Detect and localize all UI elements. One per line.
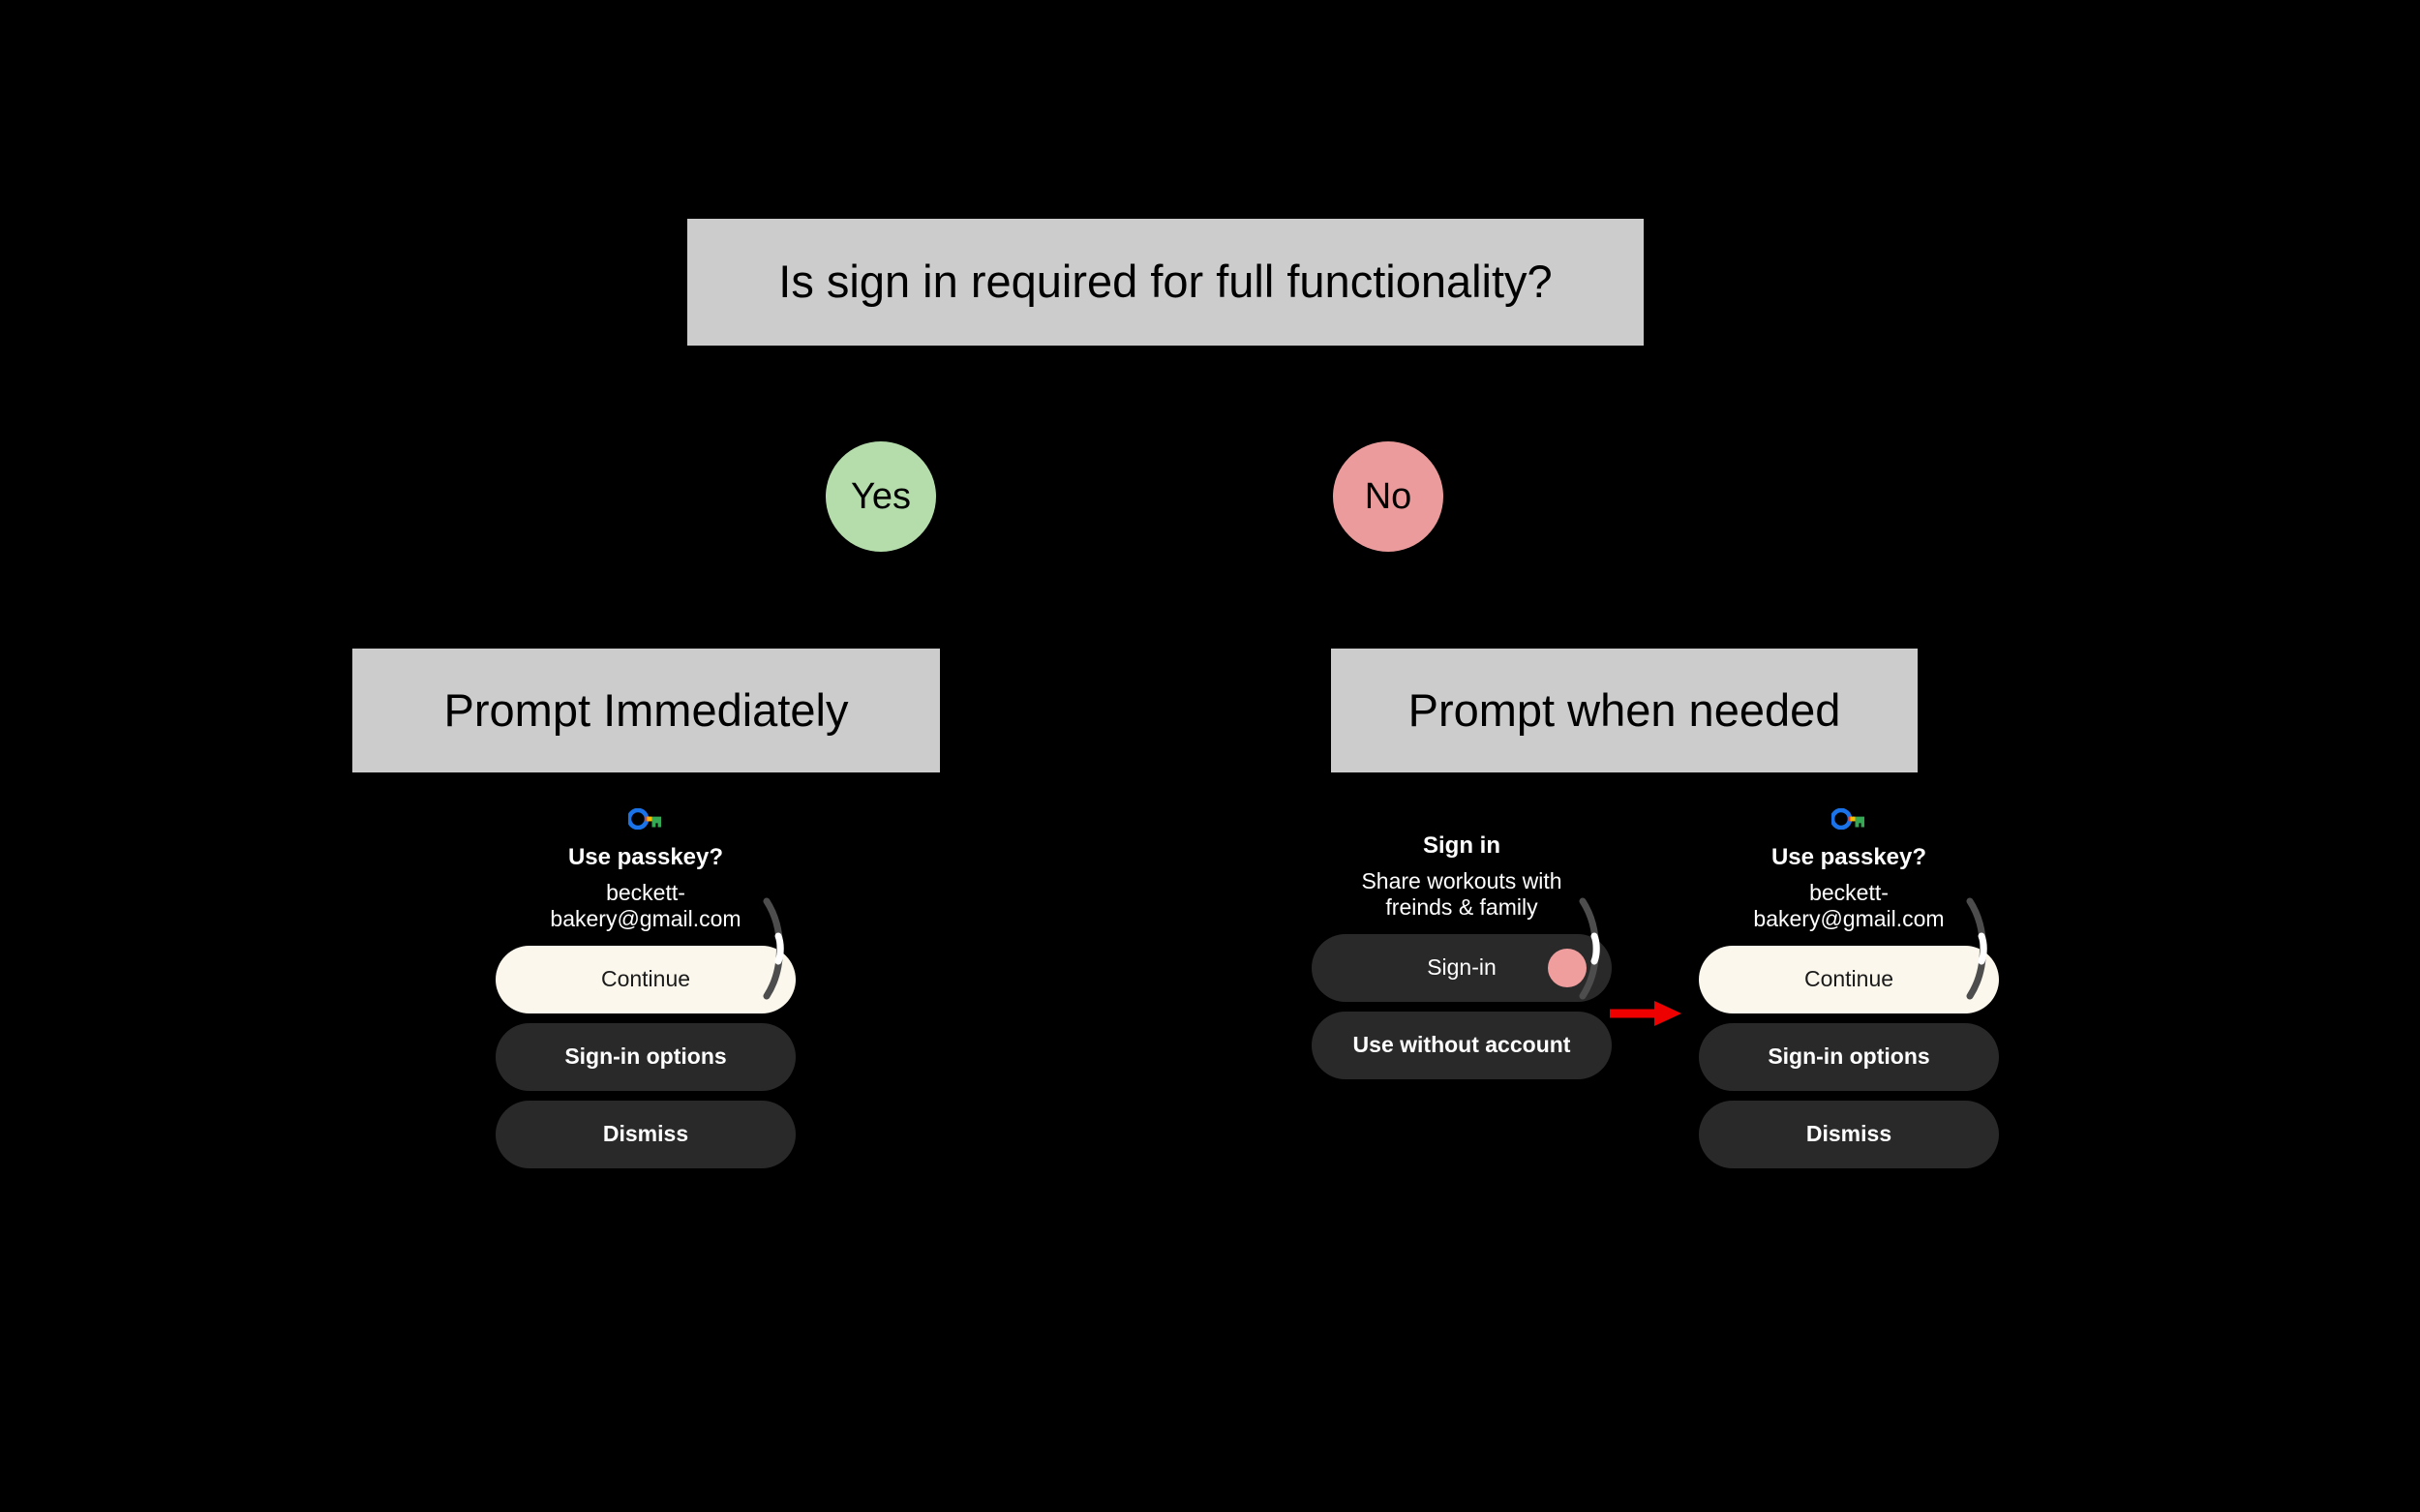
connector-prompt-immediately-stem [645, 599, 647, 649]
connector-yes-to-prompt-immediately [880, 552, 882, 600]
outcome-node-prompt-immediately: Prompt Immediately [352, 649, 940, 772]
touch-target-dot [1548, 948, 1587, 987]
watch-screen-passkey-left: Use passkey? beckett-bakery@gmail.com Co… [481, 807, 810, 1178]
connector-question-to-no [1165, 346, 1167, 384]
watch-account-email: beckett-bakery@gmail.com [550, 880, 741, 932]
watch-title-use-passkey: Use passkey? [567, 844, 724, 870]
connector-yes-horizontal [646, 599, 882, 601]
connector-prompt-when-needed-stem [1623, 599, 1625, 649]
sign-in-button-label: Sign-in [1427, 954, 1497, 981]
continue-button[interactable]: Continue [1699, 945, 1999, 1013]
watch-subtitle-share-workouts: Share workouts with freinds & family [1361, 868, 1562, 921]
watch-screen-sign-in: Sign in Share workouts with freinds & fa… [1297, 816, 1626, 1089]
watch-screen-passkey-right: Use passkey? beckett-bakery@gmail.com Co… [1684, 807, 2013, 1178]
sign-in-options-button[interactable]: Sign-in options [1699, 1022, 1999, 1091]
decision-node-question: Is sign in required for full functionali… [687, 219, 1644, 346]
branch-label-no: No [1333, 441, 1443, 552]
google-passkey-icon [626, 807, 663, 834]
dismiss-button[interactable]: Dismiss [1699, 1100, 1999, 1168]
connector-no-to-prompt-when-needed [1387, 552, 1389, 600]
use-without-account-button[interactable]: Use without account [1312, 1011, 1612, 1079]
sign-in-button[interactable]: Sign-in [1312, 933, 1612, 1002]
google-passkey-icon [1830, 807, 1866, 834]
connector-no-stem [1387, 383, 1389, 441]
continue-button[interactable]: Continue [496, 945, 796, 1013]
outcome-node-prompt-when-needed: Prompt when needed [1331, 649, 1918, 772]
connector-question-to-yes [880, 346, 882, 441]
annotation-arrow-icon [1608, 997, 1683, 1030]
connector-question-to-no-horizontal [1165, 383, 1388, 385]
dismiss-button[interactable]: Dismiss [496, 1100, 796, 1168]
watch-account-email: beckett-bakery@gmail.com [1753, 880, 1945, 932]
branch-label-yes: Yes [826, 441, 936, 552]
watch-title-use-passkey: Use passkey? [1770, 844, 1927, 870]
watch-title-sign-in: Sign in [1423, 832, 1500, 859]
connector-no-horizontal [1387, 599, 1624, 601]
sign-in-options-button[interactable]: Sign-in options [496, 1022, 796, 1091]
